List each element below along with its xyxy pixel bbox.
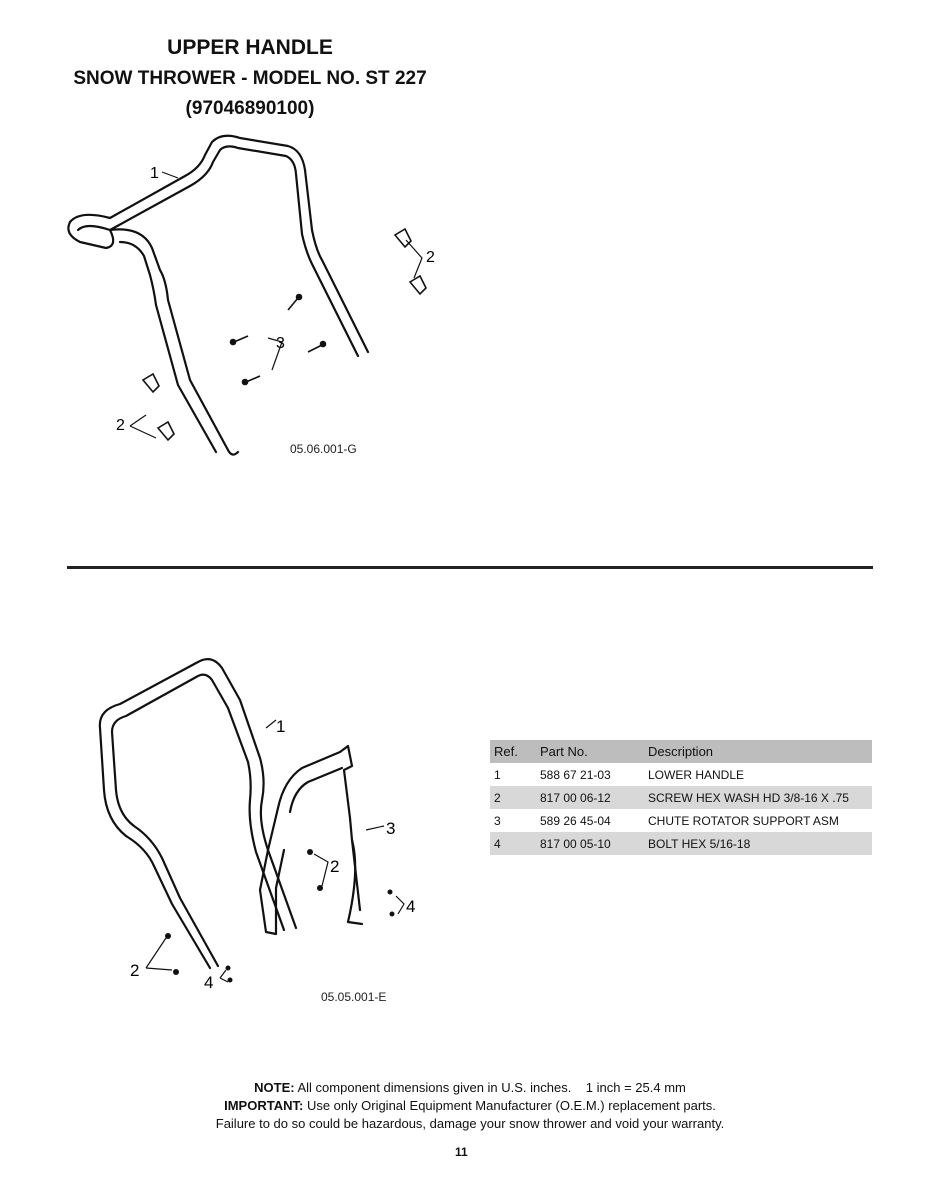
lower-handle-tube: [98, 657, 298, 930]
cell-ref: 4: [490, 832, 536, 855]
cell-ref: 3: [494, 813, 501, 828]
cell-ref: 1: [494, 767, 501, 782]
bottom-figure-code: 05.05.001-E: [321, 990, 387, 1004]
important-label: IMPORTANT:: [224, 1098, 304, 1113]
section-divider: [67, 566, 873, 569]
note-line: NOTE: All component dimensions given in …: [80, 1080, 860, 1095]
page-title: UPPER HANDLE: [167, 36, 333, 59]
note-text: All component dimensions given in U.S. i…: [297, 1080, 686, 1095]
upper-handle-diagram: 1 2 3 2: [67, 134, 435, 456]
callout-1: 1: [150, 165, 159, 182]
callout-4-lower: 4: [204, 973, 213, 992]
cell-description: SCREW HEX WASH HD 3/8-16 X .75: [644, 786, 872, 809]
cell-description: CHUTE ROTATOR SUPPORT ASM: [648, 813, 839, 828]
callout-4: 4: [406, 897, 415, 916]
table-header-row: Ref. Part No. Description: [490, 740, 872, 763]
cell-part-no: 588 67 21-03: [540, 767, 611, 782]
callout-3: 3: [276, 335, 285, 352]
upper-handle-tube: [68, 134, 370, 354]
callout-2: 2: [426, 249, 435, 266]
cell-description: BOLT HEX 5/16-18: [644, 832, 872, 855]
table-row: 3 589 26 45-04 CHUTE ROTATOR SUPPORT ASM: [490, 809, 872, 832]
cell-ref: 2: [490, 786, 536, 809]
table-row: 4 817 00 05-10 BOLT HEX 5/16-18: [490, 832, 872, 855]
top-figure-code: 05.06.001-G: [290, 442, 357, 456]
header-ref: Ref.: [490, 740, 536, 763]
callout-3: 3: [386, 819, 395, 838]
page-number: 11: [455, 1145, 468, 1159]
header-part-no: Part No.: [536, 740, 644, 763]
cell-description: LOWER HANDLE: [648, 767, 745, 782]
table-row: 1 588 67 21-03 LOWER HANDLE: [490, 763, 872, 786]
cell-part-no: 817 00 06-12: [536, 786, 644, 809]
header-description: Description: [644, 740, 872, 763]
cell-part-no: 589 26 45-04: [540, 813, 611, 828]
callout-2-lower: 2: [130, 961, 139, 980]
important-text: Use only Original Equipment Manufacturer…: [306, 1098, 716, 1113]
table-row: 2 817 00 06-12 SCREW HEX WASH HD 3/8-16 …: [490, 786, 872, 809]
model-code: (97046890100): [185, 98, 315, 119]
page-subtitle: SNOW THROWER - MODEL NO. ST 227: [73, 68, 427, 89]
callout-2-lower: 2: [116, 417, 125, 434]
warning-line: Failure to do so could be hazardous, dam…: [215, 1116, 725, 1131]
callout-2: 2: [330, 857, 339, 876]
lower-handle-diagram: 1 3 2 4 2 4: [98, 657, 415, 992]
important-line: IMPORTANT: Use only Original Equipment M…: [80, 1098, 860, 1113]
cell-part-no: 817 00 05-10: [536, 832, 644, 855]
callout-1: 1: [276, 717, 285, 736]
note-label: NOTE:: [254, 1080, 295, 1095]
parts-table: Ref. Part No. Description 1 588 67 21-03…: [490, 740, 872, 855]
